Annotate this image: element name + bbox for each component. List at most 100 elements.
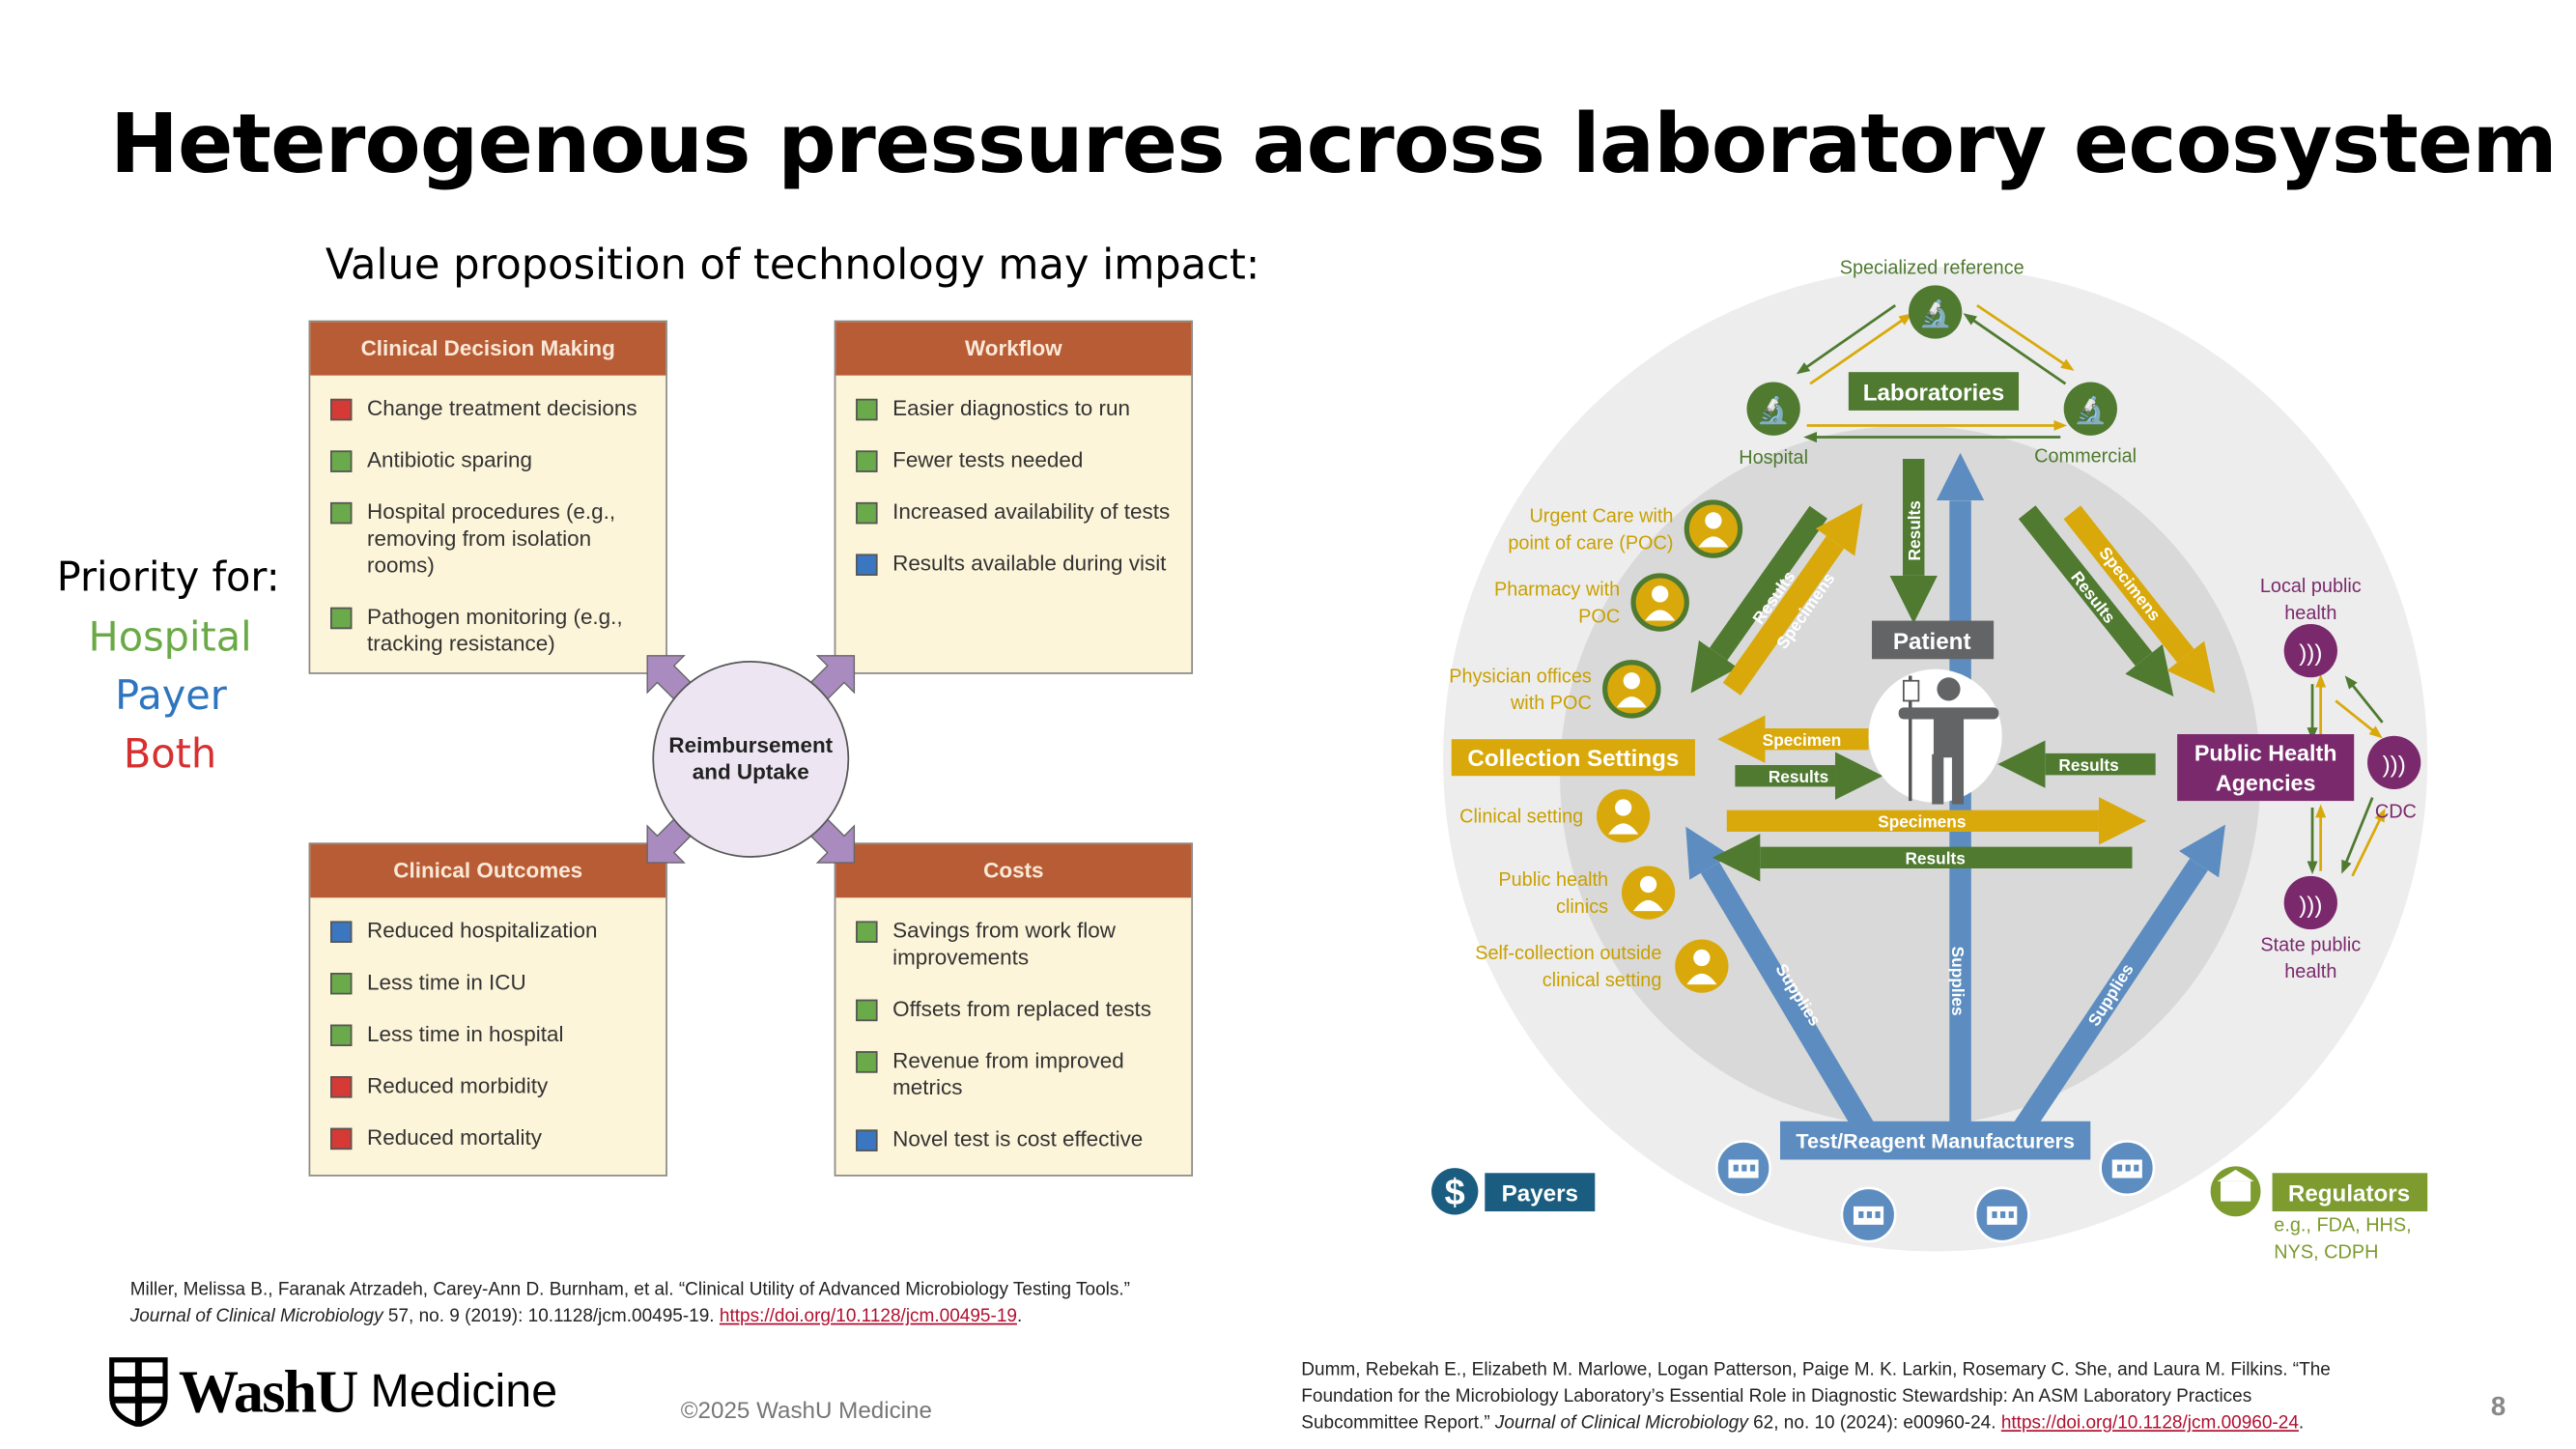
impact-box-title: Workflow — [835, 322, 1192, 376]
laboratory-ecosystem-diagram: Results Results Specimens Results Specim… — [1431, 257, 2428, 1263]
flow-label: Specimens — [1878, 812, 1966, 832]
collection-site-label: clinical setting — [1543, 970, 1662, 991]
collection-settings-box — [1451, 739, 1695, 777]
priority-square-icon — [856, 921, 878, 943]
citation-right-line2: Foundation for the Microbiology Laborato… — [1301, 1386, 2252, 1407]
impact-item-text: Pathogen monitoring (e.g., tracking resi… — [367, 604, 623, 656]
payers-box — [1485, 1173, 1596, 1212]
impact-item-text: Less time in ICU — [367, 969, 526, 995]
priority-square-icon — [330, 973, 353, 995]
citation-right-journal: Journal of Clinical Microbiology — [1494, 1413, 1748, 1434]
flow-arrows — [1685, 452, 2225, 1141]
broadcast-icon: ))) — [2367, 735, 2421, 790]
broadcast-icon: ))) — [2283, 875, 2337, 930]
clinician-icon — [1602, 660, 1661, 719]
regulators-box — [2272, 1173, 2428, 1212]
impact-item: Hospital procedures (e.g., removing from… — [330, 498, 665, 579]
priority-square-icon — [856, 554, 878, 576]
svg-text:🔬: 🔬 — [2074, 394, 2107, 426]
commercial-lab-label: Commercial — [2034, 445, 2137, 467]
collection-site-label: Pharmacy with — [1494, 580, 1620, 601]
priority-both: Both — [123, 730, 217, 778]
citation-right-line3: Subcommittee Report.” — [1301, 1413, 1495, 1434]
collection-site-label: Public health — [1498, 869, 1608, 891]
local-health-label: Local public — [2260, 576, 2362, 597]
svg-text:))): ))) — [2299, 640, 2322, 667]
priority-square-icon — [330, 501, 353, 525]
citation-left-line1: Miller, Melissa B., Faranak Atrzadeh, Ca… — [129, 1279, 1131, 1300]
impact-item: Less time in hospital — [330, 1021, 665, 1048]
patient-icon — [1868, 668, 2002, 805]
priority-square-icon — [330, 450, 353, 472]
priority-square-icon — [856, 398, 878, 421]
impact-item: Offsets from replaced tests — [856, 996, 1191, 1023]
regulators-label: Regulators — [2288, 1181, 2410, 1208]
citation-left-journal: Journal of Clinical Microbiology — [129, 1306, 383, 1327]
microscope-icon: 🔬 — [1746, 382, 1800, 436]
priority-square-icon — [330, 921, 353, 943]
local-health-label: health — [2284, 603, 2336, 624]
flow-label: Specimen — [1763, 730, 1842, 750]
government-building-icon — [2210, 1166, 2261, 1217]
manufacturers-box — [1780, 1121, 2091, 1160]
center-label-line2: and Uptake — [692, 758, 809, 784]
clinician-icon — [1630, 573, 1689, 632]
public-health-label: Agencies — [2216, 771, 2316, 796]
logo-wordmark: WashU — [178, 1358, 359, 1426]
collection-sites: Urgent Care with point of care (POC) Pharm… — [1449, 499, 1743, 993]
collection-site-label: with POC — [1510, 693, 1592, 714]
impact-item: Results available during visit — [856, 551, 1191, 578]
clinician-icon — [1684, 499, 1743, 558]
impact-item-text: Hospital procedures (e.g., removing from… — [367, 498, 616, 578]
impact-box-title: Clinical Decision Making — [310, 322, 666, 376]
impact-item-text: Increased availability of tests — [892, 498, 1171, 525]
impact-item: Reduced hospitalization — [330, 918, 665, 945]
clinician-icon — [1621, 866, 1676, 920]
state-health-label: State public — [2260, 935, 2361, 956]
page-number: 8 — [2490, 1393, 2506, 1422]
factory-icon — [2099, 1140, 2156, 1197]
impact-box-title: Clinical Outcomes — [310, 844, 666, 898]
clinician-icon — [1597, 789, 1651, 843]
impact-item-text: Reduced hospitalization — [367, 918, 598, 943]
impact-item: Less time in ICU — [330, 970, 665, 997]
flow-label: Results — [1905, 849, 1965, 868]
priority-square-icon — [856, 450, 878, 472]
priority-hospital: Hospital — [88, 613, 252, 662]
impact-item-text: Offsets from replaced tests — [892, 996, 1152, 1022]
impact-item: Pathogen monitoring (e.g., tracking resi… — [330, 604, 665, 657]
impact-item: Increased availability of tests — [856, 498, 1191, 526]
shield-icon — [109, 1357, 168, 1427]
citation-right-link[interactable]: https://doi.org/10.1128/jcm.00960-24 — [2000, 1413, 2299, 1434]
specimens-to-labs-arrow — [1722, 502, 1863, 696]
public-health-label: Public Health — [2194, 741, 2337, 766]
clinician-icon — [1675, 939, 1729, 993]
collection-site-label: Physician offices — [1449, 666, 1592, 687]
patient-label: Patient — [1893, 629, 1971, 655]
collection-site-label: Urgent Care with — [1529, 506, 1673, 527]
svg-text:🔬: 🔬 — [1757, 394, 1790, 426]
period: . — [2298, 1413, 2305, 1434]
priority-label: Priority for: — [56, 554, 280, 601]
state-health-label: health — [2284, 961, 2336, 982]
logo-sub: Medicine — [370, 1364, 558, 1417]
priority-square-icon — [856, 1129, 878, 1151]
collection-site-label: point of care (POC) — [1508, 532, 1673, 554]
impact-item-text: Easier diagnostics to run — [892, 395, 1131, 421]
impact-item-text: Novel test is cost effective — [892, 1125, 1144, 1151]
citation-right-rest: 62, no. 10 (2024): e00960-24. — [1747, 1413, 2001, 1434]
priority-square-icon — [330, 1024, 353, 1047]
specialized-reference-label: Specialized reference — [1840, 257, 2024, 278]
patient-box — [1872, 620, 1995, 660]
impact-item: Novel test is cost effective — [856, 1126, 1191, 1153]
citation-left-link[interactable]: https://doi.org/10.1128/jcm.00495-19 — [719, 1306, 1017, 1327]
impact-item: Reduced morbidity — [330, 1073, 665, 1100]
laboratories-box — [1848, 372, 2020, 411]
results-to-pha-arrow — [2018, 505, 2174, 696]
center-label-line1: Reimbursement — [668, 732, 834, 758]
svg-text:))): ))) — [2299, 893, 2322, 919]
